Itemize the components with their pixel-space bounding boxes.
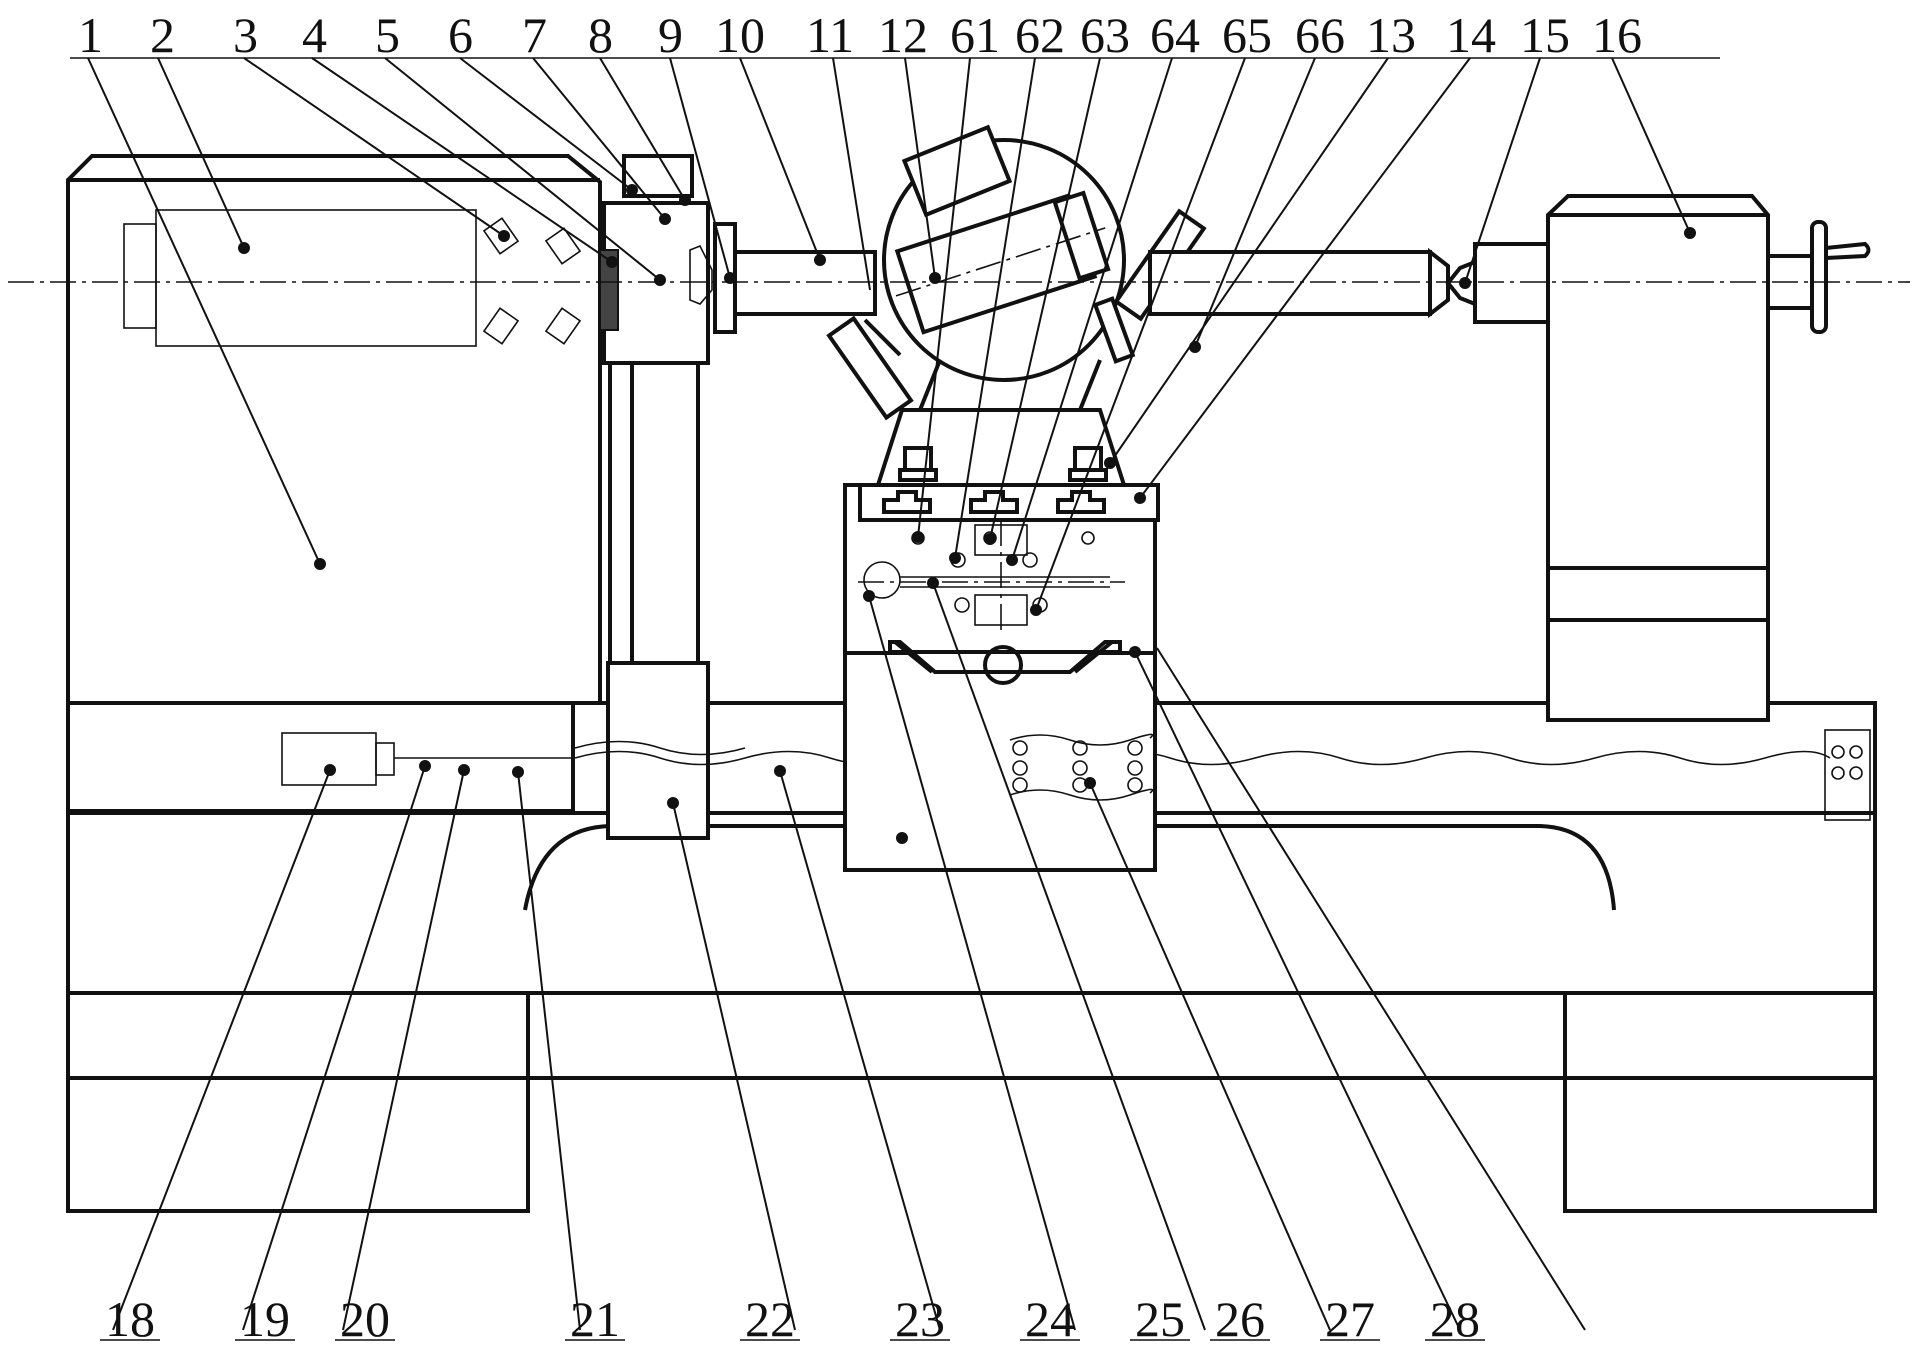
lead-screw <box>575 752 1830 765</box>
label-63: 63 <box>1080 7 1130 63</box>
label-9: 9 <box>658 7 683 63</box>
label-28: 28 <box>1430 1291 1480 1347</box>
label-22: 22 <box>745 1291 795 1347</box>
label-64: 64 <box>1150 7 1200 63</box>
label-24: 24 <box>1025 1291 1075 1347</box>
label-65: 65 <box>1222 7 1272 63</box>
label-3: 3 <box>233 7 258 63</box>
label-25: 25 <box>1135 1291 1185 1347</box>
label-15: 15 <box>1520 7 1570 63</box>
label-61: 61 <box>950 7 1000 63</box>
label-11: 11 <box>806 7 854 63</box>
label-6: 6 <box>448 7 473 63</box>
label-26: 26 <box>1215 1291 1265 1347</box>
right-end-bearing <box>1825 730 1870 820</box>
label-19: 19 <box>240 1291 290 1347</box>
label-20: 20 <box>340 1291 390 1347</box>
label-4: 4 <box>302 7 327 63</box>
label-12: 12 <box>878 7 928 63</box>
label-1: 1 <box>78 7 103 63</box>
label-27: 27 <box>1325 1291 1375 1347</box>
label-66: 66 <box>1295 7 1345 63</box>
bottom-labels: 18 19 20 21 22 23 24 25 26 27 28 <box>105 1291 1480 1347</box>
headstock <box>68 156 600 811</box>
label-10: 10 <box>715 7 765 63</box>
tailstock <box>1448 196 1869 720</box>
label-7: 7 <box>522 7 547 63</box>
label-2: 2 <box>150 7 175 63</box>
label-8: 8 <box>588 7 613 63</box>
label-21: 21 <box>570 1291 620 1347</box>
label-5: 5 <box>375 7 400 63</box>
top-labels: 1 2 3 4 5 6 7 8 9 10 11 12 61 62 63 64 6… <box>78 7 1642 63</box>
faceplate-column <box>600 156 735 838</box>
label-14: 14 <box>1446 7 1496 63</box>
label-23: 23 <box>895 1291 945 1347</box>
label-62: 62 <box>1015 7 1065 63</box>
label-18: 18 <box>105 1291 155 1347</box>
label-16: 16 <box>1592 7 1642 63</box>
label-13: 13 <box>1366 7 1416 63</box>
grinding-head <box>829 127 1204 485</box>
